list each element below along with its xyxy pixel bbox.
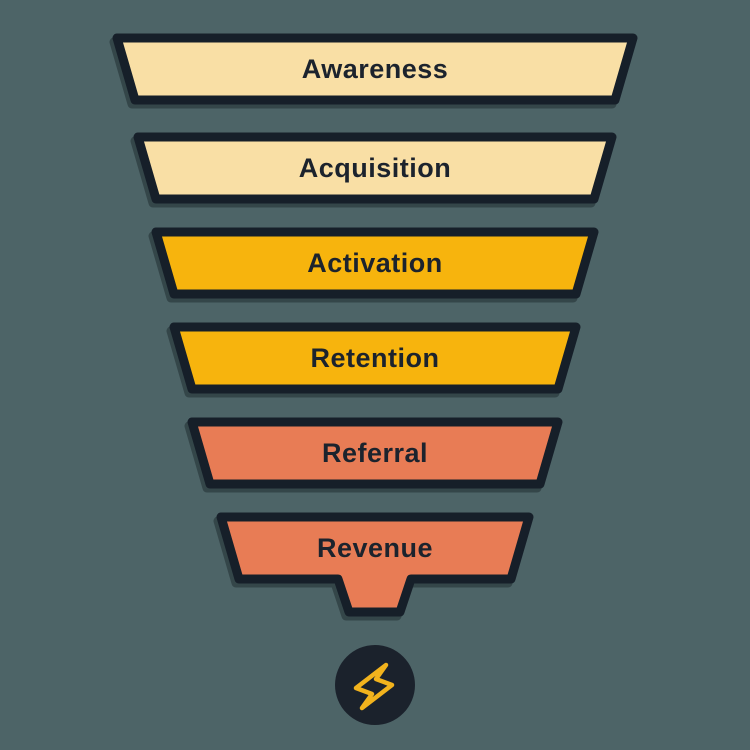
- funnel-stage-referral: Referral: [187, 417, 563, 489]
- lightning-bolt-icon: [353, 662, 395, 711]
- funnel-stage-revenue: Revenue: [216, 512, 534, 617]
- stage-label-activation: Activation: [307, 248, 443, 278]
- stage-label-referral: Referral: [322, 438, 428, 468]
- stage-label-awareness: Awareness: [302, 54, 449, 84]
- logo-badge: [335, 645, 415, 725]
- logo-circle: [335, 645, 415, 725]
- funnel-stage-revenue-shape: [216, 512, 534, 617]
- funnel-stage-retention-shape: [169, 322, 581, 394]
- funnel-stage-activation: Activation: [151, 227, 599, 299]
- stage-label-revenue: Revenue: [317, 533, 433, 563]
- funnel-stage-activation-shape: [151, 227, 599, 299]
- stage-label-acquisition: Acquisition: [299, 153, 452, 183]
- funnel-stage-awareness-shape: [112, 33, 638, 105]
- funnel-stage-acquisition: Acquisition: [133, 132, 617, 204]
- stage-label-retention: Retention: [311, 343, 440, 373]
- funnel-stage-referral-shape: [187, 417, 563, 489]
- funnel-stage-awareness: Awareness: [112, 33, 638, 105]
- funnel-stage-retention: Retention: [169, 322, 581, 394]
- funnel-stage-acquisition-shape: [133, 132, 617, 204]
